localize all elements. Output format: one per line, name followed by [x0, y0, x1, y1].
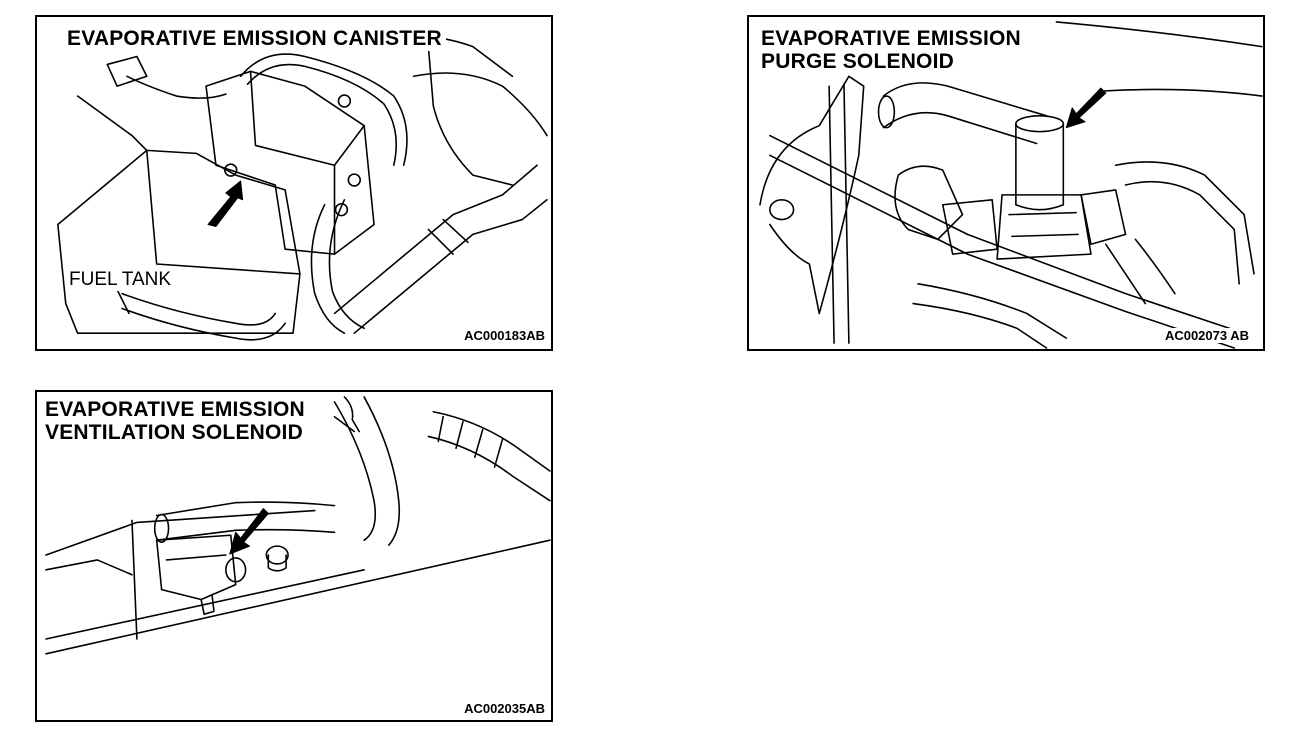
purge-solenoid-line-drawing: [759, 21, 1263, 349]
vapor-tube: [246, 63, 398, 167]
upper-pipe: [432, 410, 551, 472]
vent-hose: [121, 292, 277, 326]
canister-line-drawing: [57, 34, 548, 341]
canister-diagram-panel: EVAPORATIVE EMISSION CANISTER FUEL TANK …: [35, 15, 553, 351]
support-line: [45, 559, 133, 576]
ventilation-solenoid-body: [155, 534, 247, 616]
lower-tube: [912, 302, 1048, 349]
rod-line: [828, 85, 835, 344]
connector-plug: [941, 199, 998, 255]
canister-top-edge: [249, 70, 365, 167]
upper-pipe: [427, 435, 551, 502]
bolt: [337, 94, 352, 108]
frame-rail: [45, 539, 551, 655]
upper-hose: [363, 396, 401, 546]
line-tube: [126, 75, 227, 99]
fuel-tank-outline: [57, 149, 301, 334]
fill-hose: [328, 199, 365, 330]
pointer-arrow-icon: [229, 508, 269, 555]
vent-hose: [121, 307, 286, 341]
tube-clip: [106, 55, 148, 87]
strap-line: [76, 95, 148, 152]
pointer-arrow-icon: [1065, 87, 1107, 129]
purge-solenoid-title: EVAPORATIVE EMISSION PURGE SOLENOID: [757, 27, 1025, 74]
mounting-nut: [265, 545, 289, 572]
fill-hose: [310, 203, 346, 334]
filler-pipe: [333, 164, 538, 315]
solenoid-hose: [155, 501, 336, 517]
pipe-clamp: [427, 218, 469, 255]
purge-solenoid-diagram-panel: EVAPORATIVE EMISSION PURGE SOLENOID AC00…: [747, 15, 1265, 351]
diagonal-tube: [769, 154, 1236, 349]
hose-end: [116, 288, 130, 315]
background-line: [1055, 21, 1263, 48]
harness-line: [1124, 180, 1240, 285]
canister-title-line: EVAPORATIVE EMISSION CANISTER: [67, 27, 442, 50]
upper-hose: [882, 111, 1038, 145]
solenoid-hose: [155, 528, 336, 541]
housing-outline: [759, 75, 865, 315]
hose-end: [153, 513, 170, 543]
filler-pipe: [353, 199, 548, 334]
pointer-arrow-icon: [207, 180, 244, 227]
canister-title: EVAPORATIVE EMISSION CANISTER: [63, 27, 446, 51]
connector-right: [1080, 189, 1127, 246]
frame-line: [412, 72, 548, 137]
frame-rail: [45, 569, 365, 640]
upper-hose: [882, 82, 1048, 117]
bolt: [224, 163, 238, 177]
purge-solenoid-figure-code: AC002073 AB: [1162, 328, 1251, 343]
ventilation-solenoid-diagram-panel: EVAPORATIVE EMISSION VENTILATION SOLENOI…: [35, 390, 553, 722]
purge-solenoid-title-line: EVAPORATIVE EMISSION: [761, 27, 1021, 50]
ventilation-solenoid-figure-code: AC002035AB: [462, 701, 547, 716]
canister-figure-code: AC000183AB: [462, 328, 547, 343]
rod-line: [843, 83, 850, 344]
hose-end: [877, 95, 896, 129]
housing-outline: [769, 223, 821, 315]
ventilation-solenoid-title-line: EVAPORATIVE EMISSION: [45, 398, 305, 421]
hook-line: [333, 415, 356, 433]
ventilation-solenoid-title: EVAPORATIVE EMISSION VENTILATION SOLENOI…: [41, 398, 309, 445]
diagonal-tube: [769, 134, 1245, 334]
lower-tube: [917, 282, 1068, 339]
ventilation-solenoid-title-line: VENTILATION SOLENOID: [45, 421, 303, 444]
bolt: [347, 173, 361, 187]
purge-solenoid-title-line: PURGE SOLENOID: [761, 50, 954, 73]
mount-boss: [769, 199, 795, 221]
bolt: [334, 202, 349, 217]
fuel-tank-edge: [145, 149, 301, 275]
hook-line: [343, 396, 360, 433]
pipe-ribs: [437, 415, 504, 468]
canister-body: [205, 70, 375, 255]
fuel-tank-label: FUEL TANK: [67, 269, 174, 291]
support-line: [131, 519, 138, 640]
harness-line: [1114, 161, 1255, 275]
background-line: [1100, 88, 1263, 97]
ventilation-solenoid-line-drawing: [45, 396, 551, 655]
vapor-tube: [239, 53, 408, 167]
purge-solenoid-body: [996, 115, 1092, 260]
frame-rail: [45, 509, 316, 556]
frame-line: [427, 45, 514, 186]
wire-line: [1105, 238, 1176, 305]
